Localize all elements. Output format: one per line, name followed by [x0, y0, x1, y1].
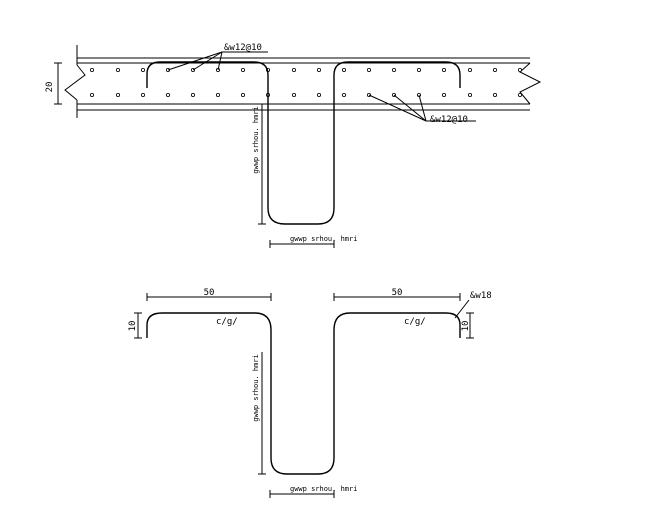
right-cover-note: c/g/: [404, 317, 426, 327]
rebar-label-bottom: &w12@10: [430, 115, 468, 125]
thickness-dim-label: 20: [45, 82, 55, 93]
left-break-line: [64, 64, 86, 101]
bent-rebar: [146, 61, 461, 225]
left-length-dim-label: 50: [204, 288, 215, 298]
left-hook-dim-label: 10: [128, 321, 138, 332]
rebar-label-top: &w12@10: [224, 43, 262, 53]
bottom-detail: 50 50 10 10 c/g/ c/g/ &w18 gwwp srhou. h…: [128, 288, 492, 498]
leader-bottom-3: [418, 94, 427, 122]
top-detail: 20: [45, 43, 542, 248]
right-hook-dim-label: 10: [461, 321, 471, 332]
leader-top-2: [192, 51, 223, 71]
upper-bar-row: [90, 68, 523, 73]
depth-note-top: gwwp srhou. hmri: [252, 106, 260, 173]
depth-note-bottom: gwwp srhou. hmri: [252, 354, 260, 421]
right-break-line: [519, 62, 542, 105]
width-note-top: gwwp srhou. hmri: [290, 235, 357, 243]
bar-label-leader: [454, 299, 470, 319]
width-note-bottom: gwwp srhou. hmri: [290, 485, 357, 493]
right-length-dim-label: 50: [392, 288, 403, 298]
left-cover-note: c/g/: [216, 317, 238, 327]
leader-top-1: [167, 51, 223, 71]
bar-label: &w18: [470, 291, 492, 301]
leader-bottom-1: [368, 94, 427, 122]
leader-top-3: [217, 51, 223, 71]
bar-shape: [146, 312, 461, 475]
leader-bottom-2: [393, 94, 427, 122]
lower-bar-row: [90, 93, 523, 98]
